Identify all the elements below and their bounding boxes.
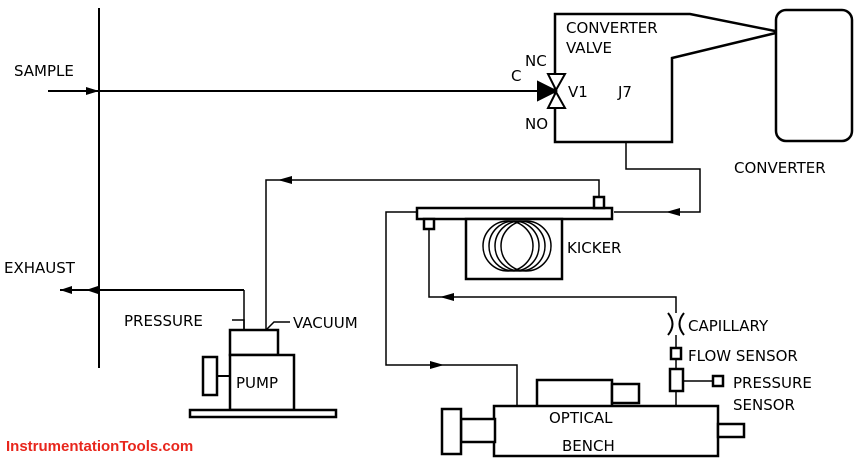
pump-head-box [228, 328, 280, 357]
bench-left-rod [459, 417, 497, 444]
kicker-port-bottom [422, 217, 436, 231]
exhaust-arrow-1 [60, 286, 72, 294]
kicker-label: KICKER [567, 239, 621, 257]
valve-c-label: C [511, 67, 521, 85]
bench-left-cap [440, 407, 463, 456]
pump-base [188, 408, 338, 419]
valve-v1-label: V1 [568, 83, 588, 101]
valve-nc-label: NC [525, 52, 547, 70]
valve-to-kicker-line [614, 142, 701, 213]
converter-label: CONVERTER [734, 159, 826, 177]
converter-valve-label-1: CONVERTER [566, 19, 658, 37]
bench-top-block [535, 378, 614, 409]
bench-right-rod [716, 422, 746, 439]
pressure-sensor-label-1: PRESSURE [733, 374, 812, 392]
valve-no-label: NO [525, 115, 548, 133]
capillary-icon [667, 312, 685, 336]
converter-box [774, 8, 854, 143]
flow-sensor-box [669, 346, 683, 361]
kicker-manifold [415, 206, 614, 221]
kicker-to-bench-line [385, 211, 518, 407]
capillary-label: CAPILLARY [688, 317, 769, 335]
converter-valve-box [553, 12, 781, 144]
pressure-sensor-box [711, 374, 725, 388]
kicker-to-pump-line [265, 179, 600, 330]
pressure-label: PRESSURE [124, 312, 203, 330]
sample-label: SAMPLE [14, 62, 74, 80]
kicker-to-capillary-line [428, 229, 677, 313]
watermark-text: InstrumentationTools.com [6, 438, 194, 455]
optical-bench-label-1: OPTICAL [549, 409, 613, 427]
capillary-arrow [440, 293, 454, 301]
pressure-leader [232, 319, 245, 330]
pressure-sensor-label-2: SENSOR [733, 396, 795, 414]
optical-bench-box [492, 404, 720, 458]
valve-v1-icon [537, 73, 567, 109]
pressure-tee [668, 367, 685, 393]
vacuum-leader [265, 321, 290, 331]
bench-inlet-arrow [430, 361, 444, 369]
exhaust-arrow-2 [86, 286, 98, 294]
bench-top-cap [610, 382, 641, 405]
valve-j7-label: J7 [617, 83, 632, 101]
optical-bench-label-2: BENCH [562, 437, 615, 455]
kicker-coil-icon [482, 220, 552, 272]
flow-sensor-label: FLOW SENSOR [688, 347, 798, 365]
kicker-box [464, 217, 564, 281]
pump-label: PUMP [236, 374, 278, 392]
converter-valve-label-2: VALVE [566, 39, 612, 57]
pump-body-box [228, 353, 296, 412]
sample-arrow-1 [86, 87, 99, 95]
vacuum-label: VACUUM [293, 314, 358, 332]
kicker-inlet-arrow [666, 208, 680, 216]
pump-line-arrow [278, 176, 292, 184]
exhaust-label: EXHAUST [4, 259, 76, 277]
pump-handle [201, 355, 219, 397]
kicker-port-top [592, 195, 606, 210]
